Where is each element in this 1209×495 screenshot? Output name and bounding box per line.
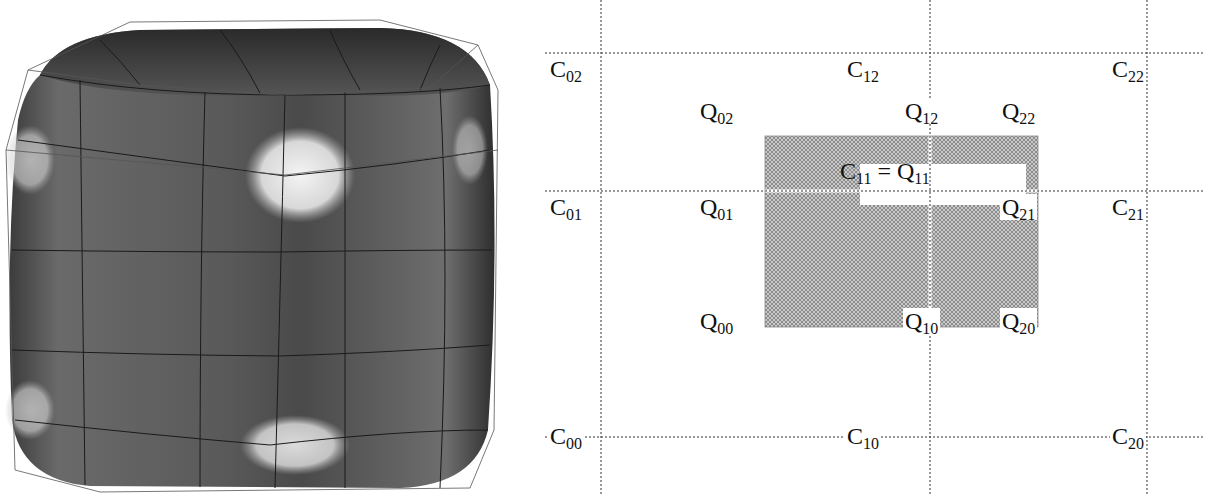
point-label: Q01 [698,194,735,220]
point-label: Q20 [1000,308,1037,334]
point-label: C11 = Q11 [838,158,932,184]
point-label: Q12 [903,98,940,124]
point-label: Q02 [698,98,735,124]
point-label: Q21 [1000,194,1037,220]
point-label: Q00 [698,308,735,334]
point-label: Q10 [903,308,940,334]
point-label: C02 [548,56,584,82]
point-label: C22 [1110,56,1146,82]
point-label: C00 [548,423,584,449]
point-label: C20 [1110,423,1146,449]
point-label: C21 [1110,194,1146,220]
point-label: C01 [548,194,584,220]
point-label: C12 [845,56,881,82]
point-label: Q22 [1000,98,1037,124]
point-label: C10 [845,423,881,449]
